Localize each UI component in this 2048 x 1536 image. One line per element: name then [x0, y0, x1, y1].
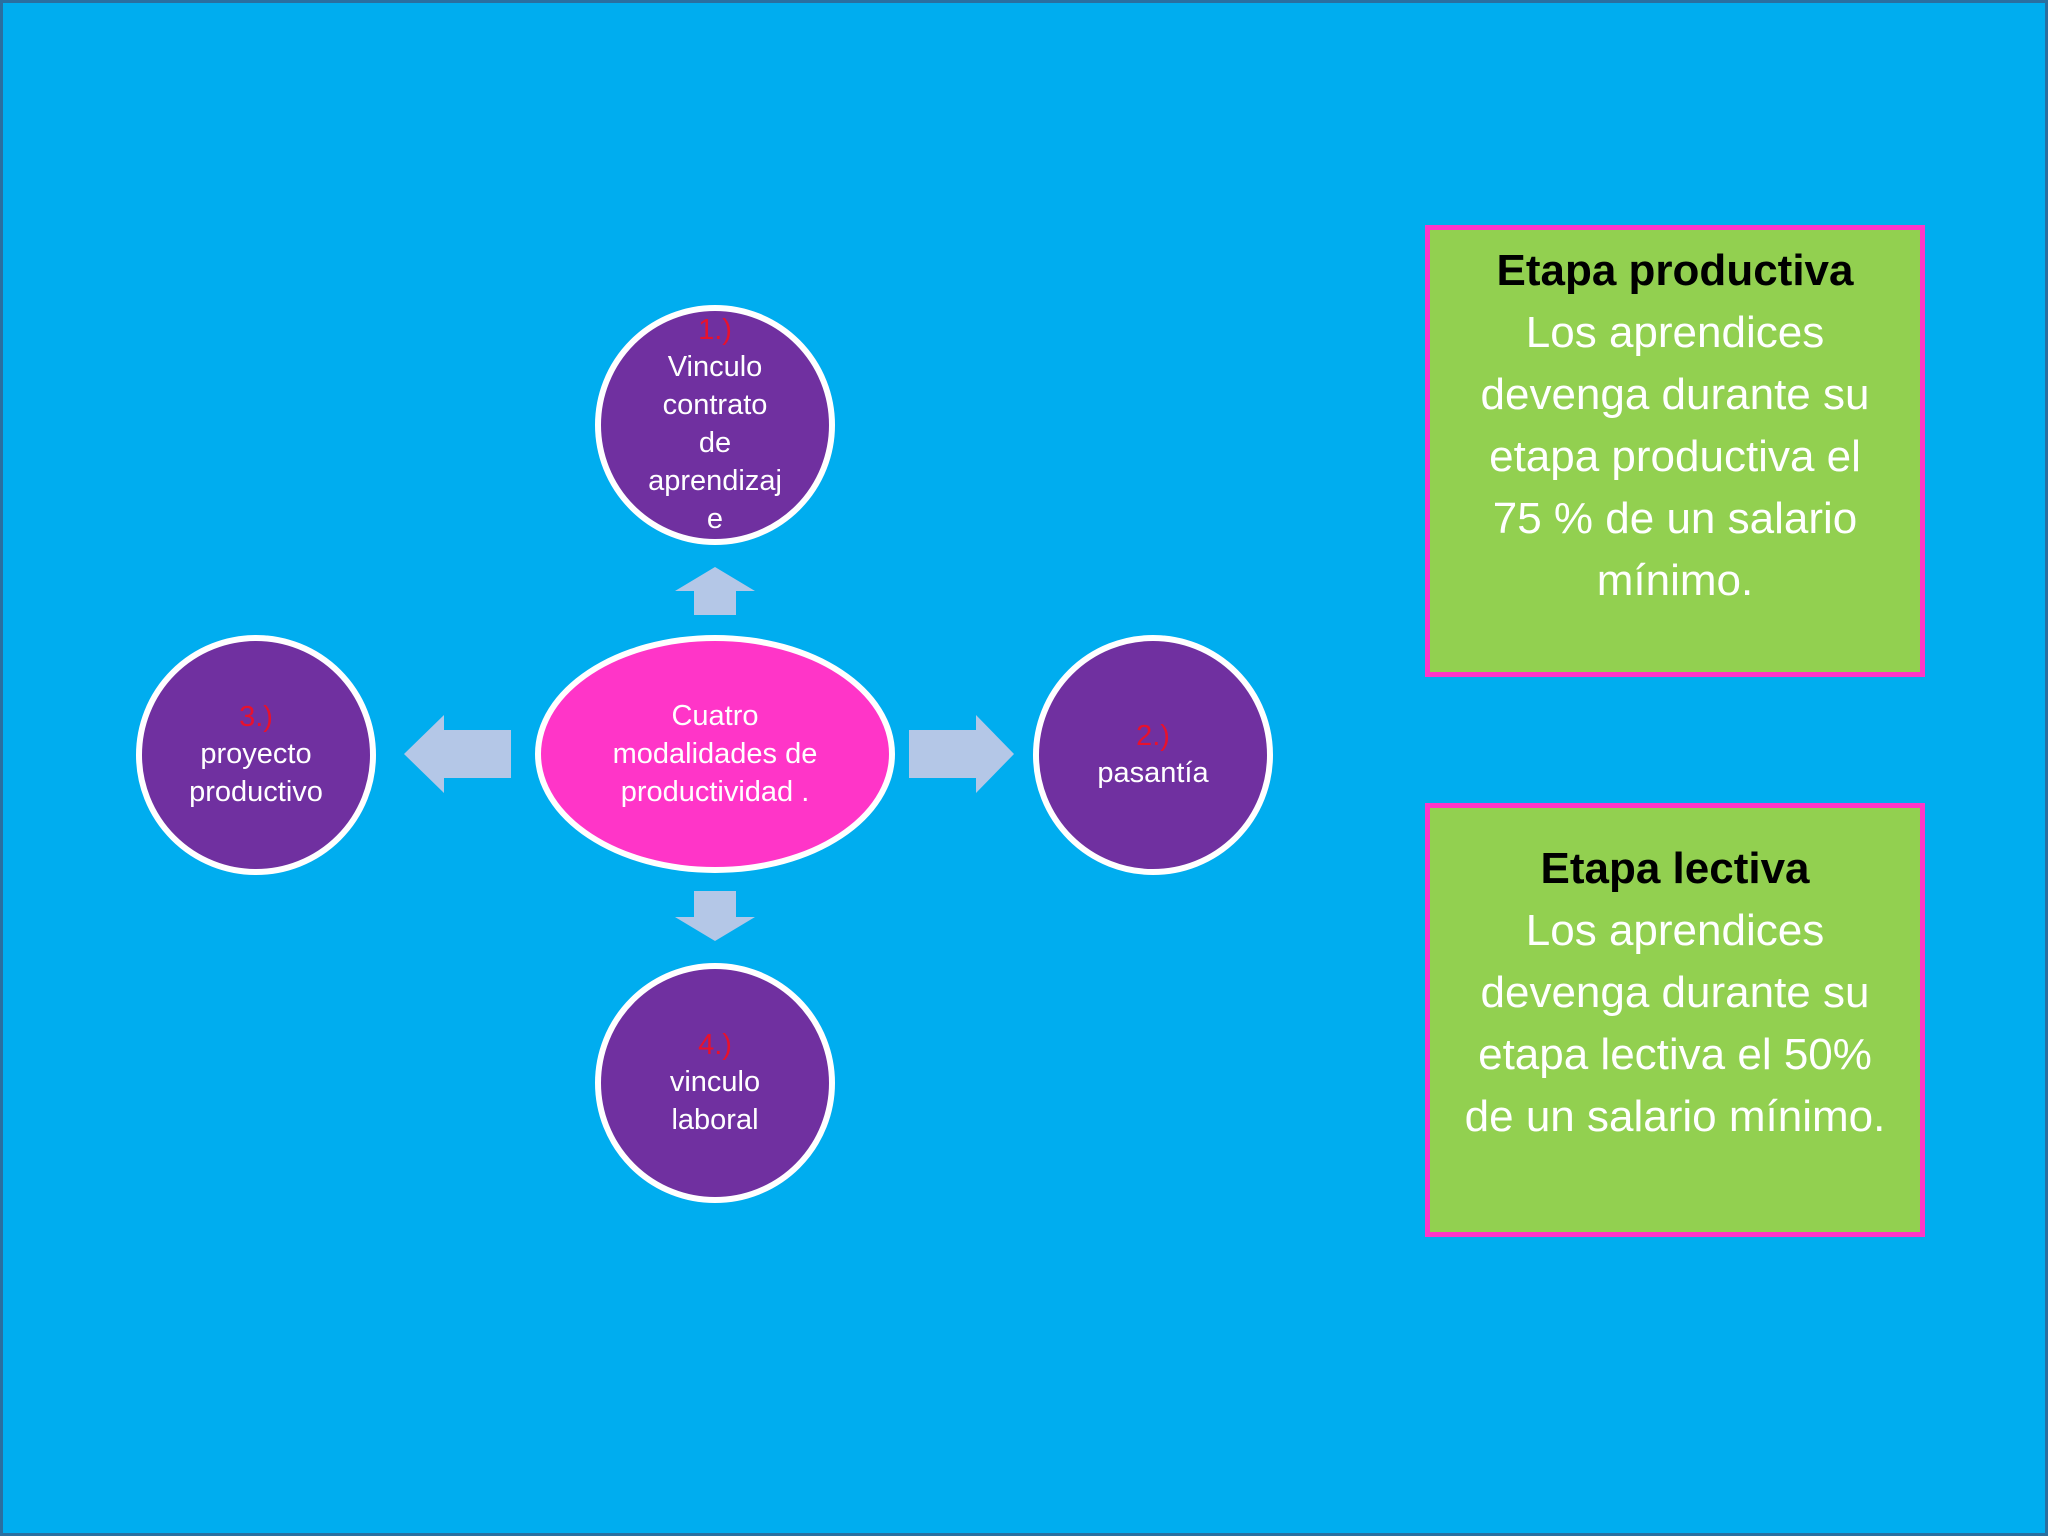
node-top-label: Vinculo contrato de aprendizaj e — [648, 351, 782, 535]
info-box-lectiva-body: Los aprendices devenga durante su etapa … — [1464, 906, 1886, 1141]
center-node-label: Cuatro modalidades de productividad . — [612, 700, 818, 808]
node-top: 1.) Vinculo contrato de aprendizaj e — [595, 305, 835, 545]
info-box-lectiva-title: Etapa lectiva — [1540, 844, 1810, 893]
arrow-up-icon — [675, 567, 755, 615]
arrow-down-icon — [675, 891, 755, 941]
node-right-label: pasantía — [1097, 757, 1209, 789]
node-bottom-label: vinculo laboral — [669, 1066, 761, 1136]
arrow-right-icon — [909, 715, 1014, 793]
node-right: 2.) pasantía — [1033, 635, 1273, 875]
info-box-productiva-title: Etapa productiva — [1496, 246, 1854, 295]
info-box-productiva-body: Los aprendices devenga durante su etapa … — [1480, 308, 1870, 605]
node-top-number: 1.) — [698, 314, 732, 346]
info-box-lectiva: Etapa lectiva Los aprendices devenga dur… — [1425, 803, 1925, 1237]
node-left-label: proyecto productivo — [189, 738, 323, 808]
arrow-left-icon — [404, 715, 511, 793]
node-left-number: 3.) — [239, 701, 273, 733]
node-left: 3.) proyecto productivo — [136, 635, 376, 875]
info-box-productiva: Etapa productiva Los aprendices devenga … — [1425, 225, 1925, 677]
node-right-number: 2.) — [1136, 720, 1170, 752]
node-bottom: 4.) vinculo laboral — [595, 963, 835, 1203]
center-node: Cuatro modalidades de productividad . — [535, 635, 895, 873]
node-bottom-number: 4.) — [698, 1029, 732, 1061]
arrows-layer — [404, 567, 1014, 941]
